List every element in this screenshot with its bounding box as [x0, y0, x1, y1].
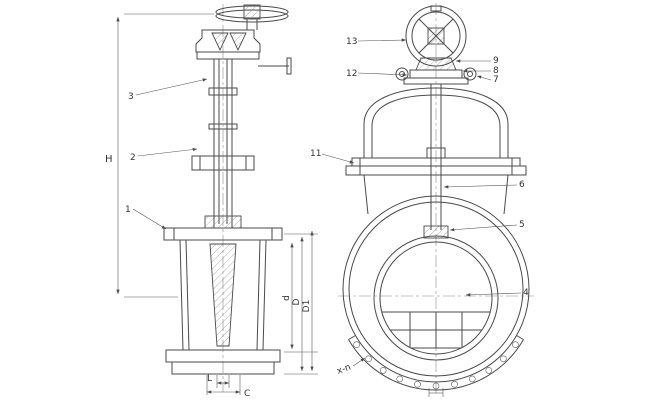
callout-9: 9	[456, 56, 499, 66]
left-yoke-column	[208, 59, 238, 228]
callout-6: 6	[443, 180, 525, 190]
callout-7: 7	[476, 75, 499, 85]
callout-4: 4	[465, 288, 529, 298]
left-view	[163, 4, 292, 392]
svg-text:3: 3	[128, 92, 134, 102]
right-bonnet	[345, 87, 527, 176]
height-dimension	[116, 13, 214, 298]
left-yoke-flange	[191, 155, 255, 171]
left-body	[163, 227, 283, 375]
svg-text:2: 2	[130, 153, 136, 163]
left-crank-handle	[258, 57, 292, 75]
svg-text:4: 4	[523, 288, 529, 298]
right-bottom-ticks	[428, 388, 444, 397]
callout-2: 2	[130, 147, 198, 163]
dim-label-L: L	[207, 374, 212, 384]
left-wedge	[209, 243, 237, 347]
svg-text:5: 5	[519, 220, 525, 230]
right-view	[338, 3, 534, 397]
svg-text:12: 12	[346, 69, 357, 79]
callout-3: 3	[128, 78, 208, 102]
left-dimensions: H d D D1 L C	[105, 13, 318, 399]
right-callouts: 13 12 11 9 8 7 6 5	[310, 37, 529, 377]
callout-5: 5	[449, 220, 525, 232]
right-stem-nut	[403, 57, 469, 85]
dim-label-D1: D1	[302, 300, 312, 313]
svg-text:11: 11	[310, 149, 321, 159]
dim-label-H: H	[105, 154, 113, 165]
svg-text:8: 8	[493, 66, 499, 76]
svg-text:x-n: x-n	[336, 363, 353, 377]
callout-13: 13	[346, 37, 407, 47]
dim-label-D: D	[292, 298, 302, 305]
dim-label-d: d	[282, 295, 292, 301]
right-bolt-holes	[353, 341, 519, 390]
bolt-pattern-note: x-n	[336, 357, 366, 377]
right-flange-band	[348, 339, 524, 391]
right-wedge-nut	[423, 225, 449, 239]
callout-12: 12	[346, 69, 408, 79]
right-stem	[423, 84, 449, 239]
svg-text:1: 1	[125, 205, 131, 215]
callout-11: 11	[310, 149, 355, 164]
left-packing-gland	[204, 215, 242, 229]
left-handwheel	[215, 4, 289, 30]
svg-text:6: 6	[519, 180, 525, 190]
svg-text:7: 7	[493, 75, 499, 85]
right-body-shell	[342, 174, 530, 391]
bottom-dimensions	[206, 375, 241, 395]
right-handwheel	[405, 5, 467, 67]
side-dimensions	[284, 231, 318, 375]
left-callouts: 3 2 1	[125, 78, 208, 230]
svg-text:9: 9	[493, 56, 499, 66]
callout-8: 8	[463, 66, 499, 76]
left-gearbox	[195, 29, 261, 60]
callout-1: 1	[125, 205, 167, 230]
svg-text:13: 13	[346, 37, 357, 47]
dim-label-C: C	[244, 389, 250, 399]
